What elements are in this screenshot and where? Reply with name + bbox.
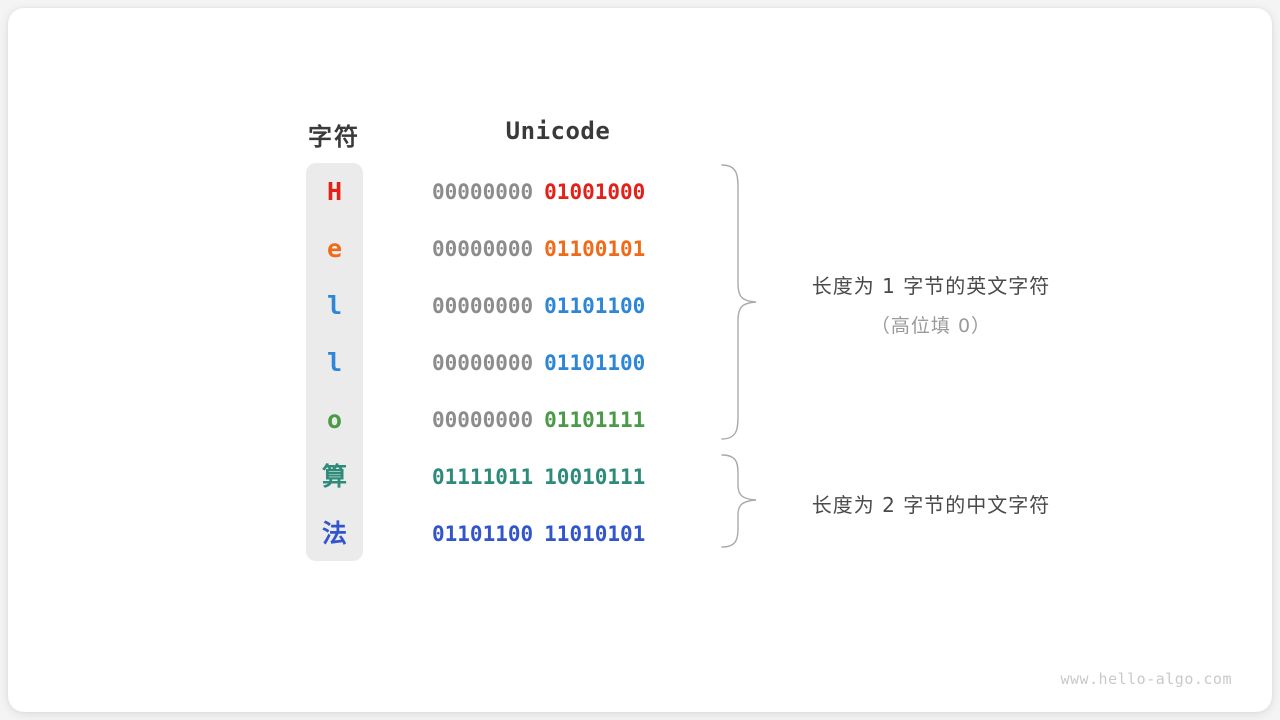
unicode-high-byte: 00000000 [432, 351, 534, 375]
unicode-low-byte: 10010111 [544, 465, 646, 489]
character-cell: l [326, 348, 343, 377]
character-cell: H [326, 177, 343, 206]
unicode-binary-row: 00000000 01100101 [432, 232, 684, 266]
watermark: www.hello-algo.com [1060, 670, 1232, 688]
unicode-low-byte: 01101100 [544, 294, 646, 318]
annotation-chinese: 长度为 2 字节的中文字符 [766, 489, 1096, 518]
annotation-chinese-line1: 长度为 2 字节的中文字符 [811, 493, 1051, 517]
unicode-low-byte: 11010101 [544, 522, 646, 546]
character-cell: e [326, 234, 343, 263]
unicode-high-byte: 01111011 [432, 465, 534, 489]
unicode-high-byte: 00000000 [432, 180, 534, 204]
unicode-high-byte: 00000000 [432, 237, 534, 261]
unicode-high-byte: 00000000 [432, 408, 534, 432]
brace-english-rows [721, 164, 757, 440]
character-cell: 法 [321, 519, 347, 548]
unicode-binary-row: 01101100 11010101 [432, 517, 684, 551]
unicode-high-byte: 00000000 [432, 294, 534, 318]
unicode-low-byte: 01100101 [544, 237, 646, 261]
unicode-low-byte: 01001000 [544, 180, 646, 204]
character-cell: 算 [321, 462, 347, 491]
character-cell: o [326, 405, 343, 434]
column-header-character: 字符 [308, 123, 360, 151]
unicode-low-byte: 01101100 [544, 351, 646, 375]
unicode-low-byte: 01101111 [544, 408, 646, 432]
unicode-high-byte: 01101100 [432, 522, 534, 546]
unicode-binary-row: 00000000 01101100 [432, 346, 684, 380]
unicode-binary-row: 00000000 01001000 [432, 175, 684, 209]
unicode-binary-row: 01111011 10010111 [432, 460, 684, 494]
annotation-english-line2: （高位填 0） [870, 315, 992, 337]
column-header-unicode: Unicode [505, 117, 611, 145]
brace-chinese-rows [721, 454, 757, 548]
character-column-background [306, 163, 363, 561]
unicode-binary-row: 00000000 01101111 [432, 403, 684, 437]
annotation-english: 长度为 1 字节的英文字符 （高位填 0） [766, 270, 1096, 338]
character-cell: l [326, 291, 343, 320]
figure-card [8, 8, 1272, 712]
annotation-english-line1: 长度为 1 字节的英文字符 [811, 274, 1051, 298]
unicode-binary-row: 00000000 01101100 [432, 289, 684, 323]
